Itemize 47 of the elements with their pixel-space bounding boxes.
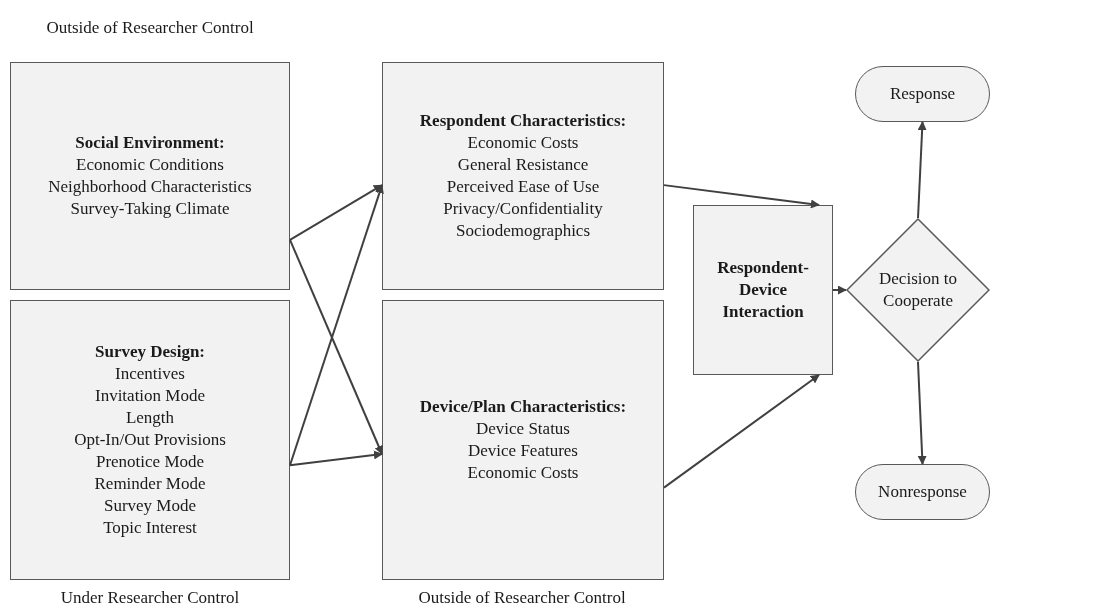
box-text: Privacy/Confidentiality	[443, 198, 603, 220]
arrow	[917, 361, 927, 465]
box-heading: Respondent Characteristics:	[419, 110, 627, 132]
arrow	[663, 374, 820, 489]
box-text: Device Features	[468, 440, 578, 462]
box-text: Invitation Mode	[95, 385, 205, 407]
region-label: Outside of Researcher Control	[418, 588, 626, 608]
box-text: Opt-In/Out Provisions	[74, 429, 226, 451]
arrow	[917, 121, 927, 219]
process-box	[382, 62, 664, 290]
box-text: Device Status	[476, 418, 570, 440]
process-box	[10, 300, 290, 580]
box-text: Reminder Mode	[94, 473, 206, 495]
box-text: General Resistance	[457, 154, 589, 176]
decision-diamond	[846, 218, 990, 362]
box-heading: Device/Plan Characteristics:	[419, 396, 627, 418]
box-text: Topic Interest	[103, 517, 197, 539]
box-text: Economic Costs	[467, 462, 579, 484]
box-text: Sociodemographics	[455, 220, 591, 242]
process-box	[382, 300, 664, 580]
box-text: Survey Mode	[103, 495, 197, 517]
process-box	[10, 62, 290, 290]
region-label: Under Researcher Control	[60, 588, 240, 608]
arrow	[289, 450, 383, 467]
box-heading: Respondent-Device Interaction	[716, 257, 810, 323]
box-text: Neighborhood Characteristics	[48, 176, 252, 198]
box-text: Perceived Ease of Use	[446, 176, 600, 198]
box-text: Length	[125, 407, 175, 429]
terminator-shape	[855, 464, 990, 520]
arrow	[832, 285, 847, 295]
box-text: Economic Conditions	[76, 154, 224, 176]
arrow	[663, 184, 820, 209]
box-text: Survey-Taking Climate	[70, 198, 230, 220]
box-text: Decision to Cooperate	[878, 268, 958, 312]
box-heading: Survey Design:	[95, 341, 205, 363]
arrow	[289, 184, 383, 241]
box-text: Prenotice Mode	[95, 451, 205, 473]
arrow	[289, 238, 383, 455]
box-text: Response	[889, 83, 956, 105]
arrow	[289, 184, 384, 467]
box-text: Incentives	[115, 363, 185, 385]
region-label: Outside of Researcher Control	[46, 18, 254, 38]
box-text: Economic Costs	[467, 132, 579, 154]
box-text: Nonresponse	[878, 481, 967, 503]
process-box	[693, 205, 833, 375]
terminator-shape	[855, 66, 990, 122]
box-heading: Social Environment:	[75, 132, 225, 154]
